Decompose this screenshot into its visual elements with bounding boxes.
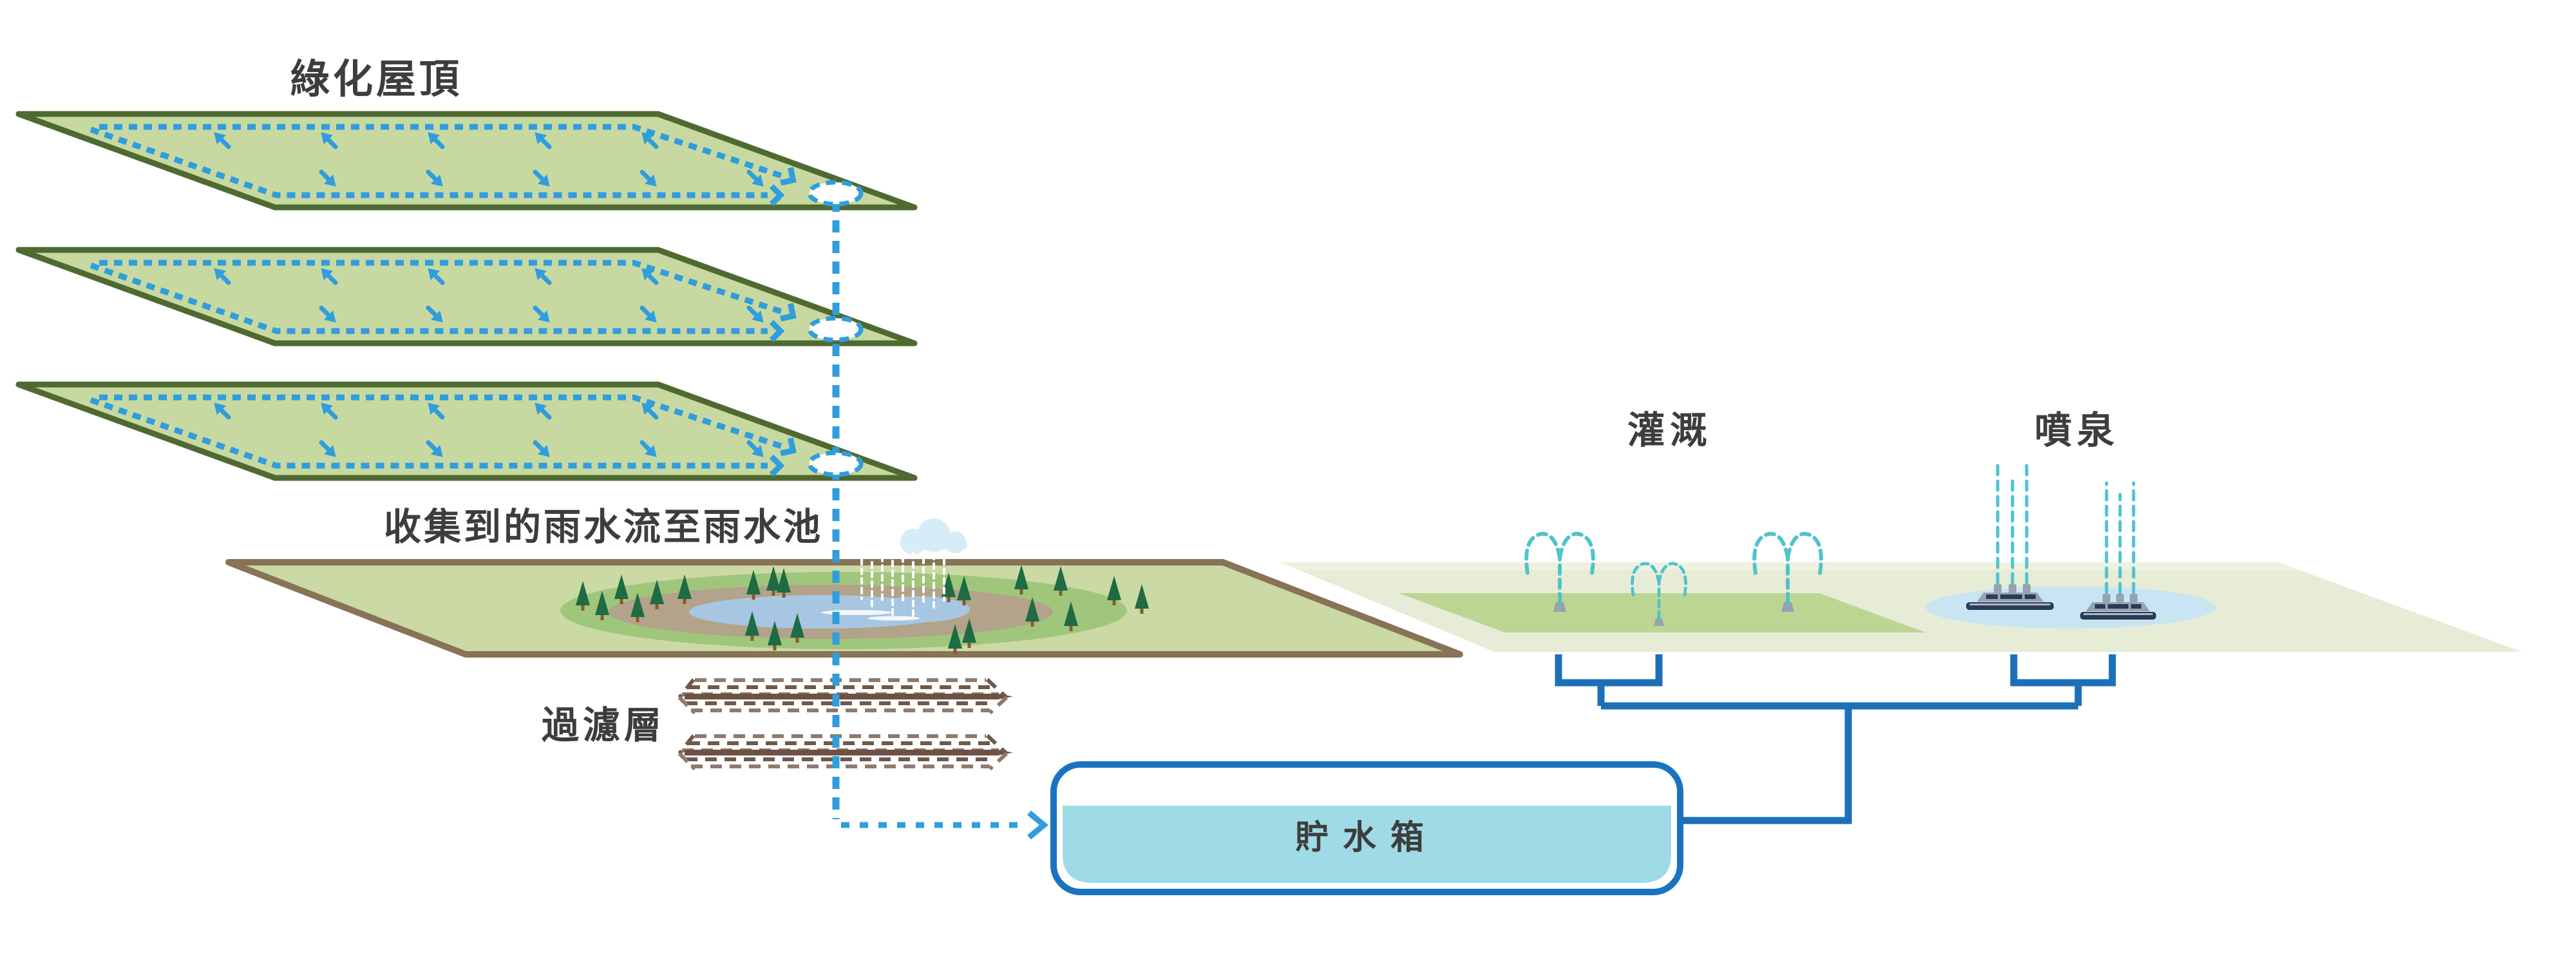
fountain-label: 噴泉 <box>2034 410 2119 451</box>
storage-tank: 貯水箱 <box>1050 761 1683 895</box>
storage-tank-label: 貯水箱 <box>1295 819 1438 857</box>
supply-pipes <box>1555 654 2116 824</box>
pond-highlight <box>821 610 892 615</box>
irrigation-label: 灌溉 <box>1627 410 1712 451</box>
roof-drain-icon <box>807 450 864 477</box>
filter-layer-label: 過濾層 <box>542 705 665 746</box>
green-roof-panel-1 <box>19 114 914 207</box>
collected-rainwater-label: 收集到的雨水流至雨水池 <box>384 506 823 548</box>
rain-pond-lobe <box>869 596 970 622</box>
plaza-plane <box>1280 463 2522 652</box>
ground-plane <box>225 518 1463 658</box>
rain-streaks <box>860 550 945 620</box>
irrigation-lawn <box>1399 593 1926 632</box>
fountain-right <box>2080 481 2156 620</box>
rain-cloud-icon <box>900 518 967 555</box>
flow-arrowhead-icon <box>1027 810 1049 840</box>
tank-outflow-pipe <box>1680 706 1852 824</box>
roof-drain-icon <box>807 180 864 207</box>
irrigation-bracket-pipe <box>1555 654 1663 687</box>
tank-water <box>1063 806 1671 883</box>
roof-drain-icon <box>807 316 864 343</box>
green-roof-label: 綠化屋頂 <box>290 57 462 102</box>
filter-layer-unit-2 <box>679 736 1013 769</box>
green-roof-panel-2 <box>19 250 914 343</box>
green-roof-panel-3 <box>19 385 914 478</box>
fountain-left <box>1966 463 2054 610</box>
fountain-bracket-pipe <box>2010 654 2116 687</box>
filter-layer-unit-1 <box>679 679 1013 713</box>
pond-highlight <box>868 616 920 621</box>
